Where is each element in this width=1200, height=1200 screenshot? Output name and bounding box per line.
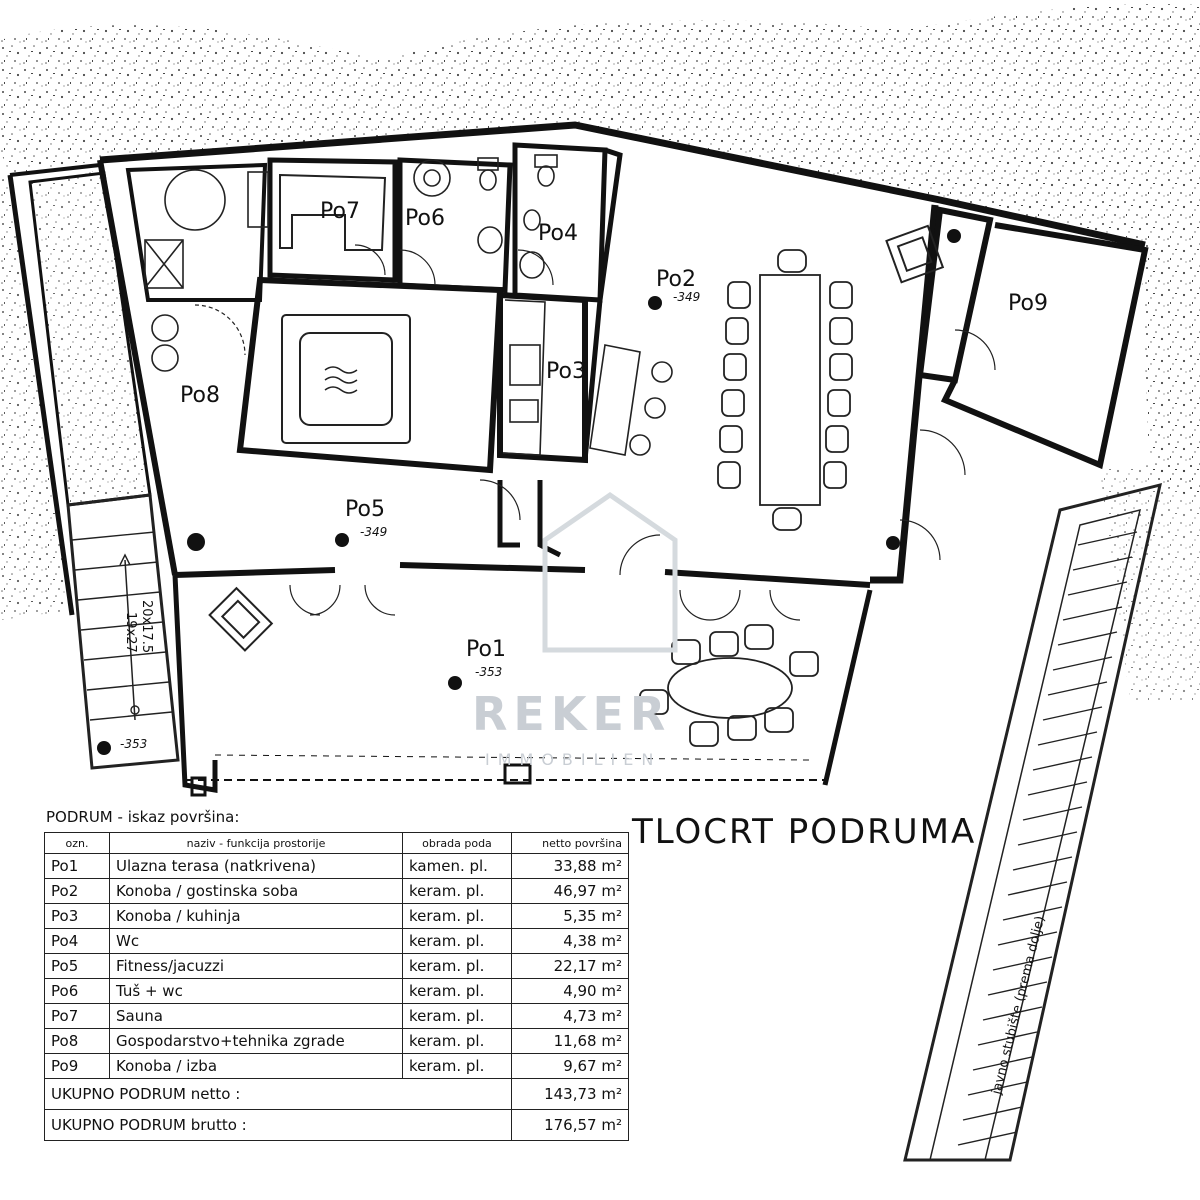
public-stairs — [903, 482, 1162, 1162]
room-code: Po7 — [44, 1003, 110, 1029]
room-floor: keram. pl. — [402, 1053, 512, 1079]
room-code: Po1 — [44, 853, 110, 879]
room-name: Wc — [109, 928, 403, 954]
total-brutto-label: UKUPNO PODRUM brutto : — [44, 1109, 512, 1141]
level-markers — [97, 296, 662, 755]
level-label-po5: -349 — [360, 525, 387, 539]
room-name: Tuš + wc — [109, 978, 403, 1004]
sauna-bench — [279, 173, 387, 251]
total-brutto-area: 176,57 m² — [511, 1109, 629, 1141]
room-label-po1: Po1 — [466, 637, 506, 662]
total-netto-label: UKUPNO PODRUM netto : — [44, 1078, 512, 1110]
room-floor: kamen. pl. — [402, 853, 512, 879]
room-label-po4: Po4 — [538, 221, 578, 246]
room-floor: keram. pl. — [402, 903, 512, 929]
watermark-sub: IMMOBILIEN — [485, 750, 661, 769]
room-name: Konoba / izba — [109, 1053, 403, 1079]
dining-table-po1 — [639, 624, 819, 747]
public-stairs-label: javno stubište (prema dolje) — [989, 915, 1048, 1097]
room-area: 9,67 m² — [511, 1053, 629, 1079]
fireplaces — [208, 224, 945, 652]
header-floor: obrada poda — [402, 832, 512, 854]
room-name: Konoba / kuhinja — [109, 903, 403, 929]
total-netto-area: 143,73 m² — [511, 1078, 629, 1110]
room-code: Po2 — [44, 878, 110, 904]
room-code: Po4 — [44, 928, 110, 954]
room-area: 22,17 m² — [511, 953, 629, 979]
room-label-po3: Po3 — [546, 359, 586, 384]
area-table: ozn. naziv - funkcija prostorije obrada … — [44, 832, 629, 1141]
level-label-po2: -349 — [673, 290, 700, 304]
room-floor: keram. pl. — [402, 1003, 512, 1029]
room-label-po9: Po9 — [1008, 291, 1048, 316]
table-heading: PODRUM - iskaz površina: — [46, 808, 240, 826]
room-name: Ulazna terasa (natkrivena) — [109, 853, 403, 879]
room-floor: keram. pl. — [402, 878, 512, 904]
room-floor: keram. pl. — [402, 1028, 512, 1054]
jacuzzi — [281, 314, 411, 444]
drains — [187, 229, 961, 551]
header-area: netto površina — [511, 832, 629, 854]
plan-title: TLOCRT PODRUMA — [632, 812, 977, 852]
header-code: ozn. — [44, 832, 110, 854]
dining-table-po2 — [717, 249, 853, 531]
building-walls — [7, 121, 1149, 797]
room-area: 46,97 m² — [511, 878, 629, 904]
room-code: Po5 — [44, 953, 110, 979]
room-floor: keram. pl. — [402, 978, 512, 1004]
watermark-name: REKER — [472, 687, 671, 741]
level-label-outside: -353 — [120, 737, 147, 751]
stair-dimension-2: 19x27 — [123, 612, 138, 653]
table-header-row: ozn. naziv - funkcija prostorije obrada … — [44, 832, 629, 854]
room-name: Gospodarstvo+tehnika zgrade — [109, 1028, 403, 1054]
header-name: naziv - funkcija prostorije — [109, 832, 403, 854]
room-label-po6: Po6 — [405, 206, 445, 231]
watermark: REKER IMMOBILIEN — [472, 491, 678, 769]
room-name: Sauna — [109, 1003, 403, 1029]
room-area: 11,68 m² — [511, 1028, 629, 1054]
room-code: Po6 — [44, 978, 110, 1004]
room-code: Po9 — [44, 1053, 110, 1079]
terrain-texture — [0, 4, 1200, 700]
kitchen-counter — [502, 299, 673, 456]
total-netto-row: UKUPNO PODRUM netto :143,73 m² — [44, 1078, 629, 1110]
room-label-po5: Po5 — [345, 497, 385, 522]
room-label-po7: Po7 — [320, 199, 360, 224]
room-floor: keram. pl. — [402, 953, 512, 979]
room-area: 5,35 m² — [511, 903, 629, 929]
room-code: Po3 — [44, 903, 110, 929]
room-area: 33,88 m² — [511, 853, 629, 879]
room-labels: Po1 Po2 Po3 Po4 Po5 Po6 Po7 Po8 Po9 — [180, 199, 1048, 662]
stairs-left — [66, 493, 180, 770]
level-label-po1: -353 — [475, 665, 502, 679]
stair-dimension: 20x17.5 — [139, 600, 154, 653]
total-brutto-row: UKUPNO PODRUM brutto :176,57 m² — [44, 1109, 629, 1141]
room-area: 4,90 m² — [511, 978, 629, 1004]
room-name: Fitness/jacuzzi — [109, 953, 403, 979]
bathroom-fixtures — [413, 154, 558, 279]
room-area: 4,38 m² — [511, 928, 629, 954]
level-labels: -349 -349 -353 -353 — [120, 290, 700, 751]
room-code: Po8 — [44, 1028, 110, 1054]
room-area: 4,73 m² — [511, 1003, 629, 1029]
room-label-po2: Po2 — [656, 267, 696, 292]
room-label-po8: Po8 — [180, 383, 220, 408]
room-name: Konoba / gostinska soba — [109, 878, 403, 904]
technical-equipment — [144, 169, 269, 372]
room-floor: keram. pl. — [402, 928, 512, 954]
